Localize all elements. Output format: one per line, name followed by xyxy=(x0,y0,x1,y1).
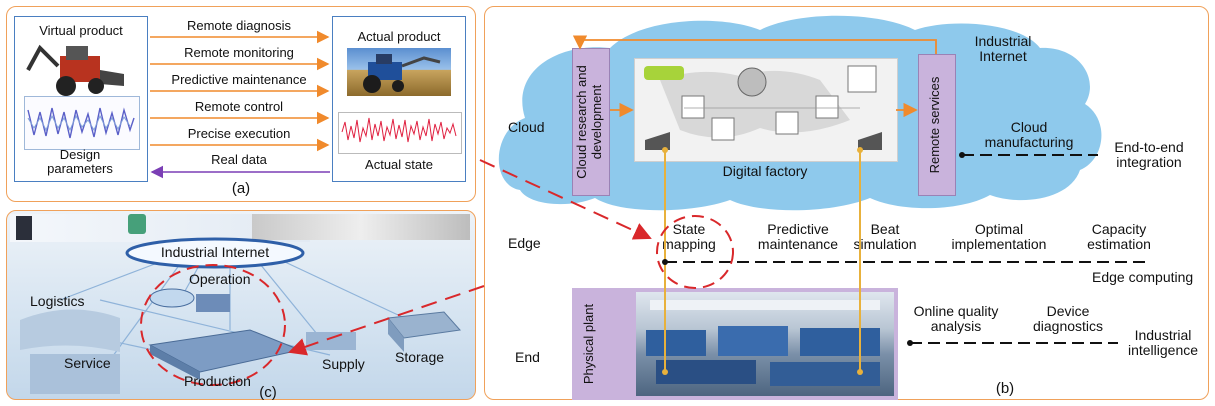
design-parameters-plot xyxy=(24,96,140,150)
remote-services-box xyxy=(918,54,956,196)
predictive-maintenance-label: Predictive maintenance xyxy=(757,221,839,253)
digital-factory-box xyxy=(634,58,898,162)
caption-b: (b) xyxy=(995,380,1015,397)
production-label: Production xyxy=(184,373,251,389)
server-icon xyxy=(16,216,32,240)
service-label: Service xyxy=(64,355,111,371)
cloud-rd-label: Cloud research and development xyxy=(574,65,604,179)
caption-a: (a) xyxy=(231,180,251,197)
beat-simulation-label: Beat simulation xyxy=(853,221,917,253)
device-diagnostics-label: Device diagnostics xyxy=(1032,303,1104,335)
actual-product-box xyxy=(332,16,466,182)
actual-product-label: Actual product xyxy=(357,29,441,44)
operation-label: Operation xyxy=(189,271,251,287)
tank-icon xyxy=(128,214,146,234)
optimal-implementation-label: Optimal implementation xyxy=(951,221,1047,253)
remote-services-label: Remote services xyxy=(927,76,942,174)
physical-plant-label: Physical plant xyxy=(581,303,596,385)
panel-a xyxy=(6,6,476,202)
virtual-product-label: Virtual product xyxy=(39,23,123,38)
logistics-label: Logistics xyxy=(30,293,85,309)
industrial-internet-label-b: Industrial Internet xyxy=(974,33,1032,65)
industrial-internet-label-c: Industrial Internet xyxy=(160,244,270,260)
industrial-intelligence-label: Industrial intelligence xyxy=(1127,327,1199,359)
control-panel-image xyxy=(252,214,470,240)
caption-c: (c) xyxy=(259,384,277,401)
arrow-remote-diagnosis: Remote diagnosis xyxy=(186,18,292,33)
supply-label: Supply xyxy=(322,356,365,372)
cloud-manufacturing-label: Cloud manufacturing xyxy=(984,119,1074,151)
storage-label: Storage xyxy=(395,349,445,365)
actual-state-plot xyxy=(338,112,462,154)
physical-plant-photo xyxy=(636,292,894,396)
arrow-precise-execution: Precise execution xyxy=(187,126,291,141)
edge-computing-label: Edge computing xyxy=(1092,269,1194,285)
actual-state-label: Actual state xyxy=(365,157,433,172)
layer-cloud-label: Cloud xyxy=(508,119,545,135)
arrow-remote-monitoring: Remote monitoring xyxy=(184,45,294,60)
end-to-end-label: End-to-end integration xyxy=(1114,139,1184,171)
state-mapping-label: State mapping xyxy=(662,221,716,253)
arrow-predictive-maintenance: Predictive maintenance xyxy=(171,72,307,87)
arrow-remote-control: Remote control xyxy=(194,99,284,114)
capacity-estimation-label: Capacity estimation xyxy=(1087,221,1151,253)
design-parameters-label: Design parameters xyxy=(47,147,113,177)
tractor-image xyxy=(347,48,451,96)
layer-edge-label: Edge xyxy=(508,235,541,251)
online-quality-label: Online quality analysis xyxy=(913,303,999,335)
layer-end-label: End xyxy=(515,349,540,365)
arrow-real-data: Real data xyxy=(211,152,267,167)
digital-factory-label: Digital factory xyxy=(722,163,808,179)
